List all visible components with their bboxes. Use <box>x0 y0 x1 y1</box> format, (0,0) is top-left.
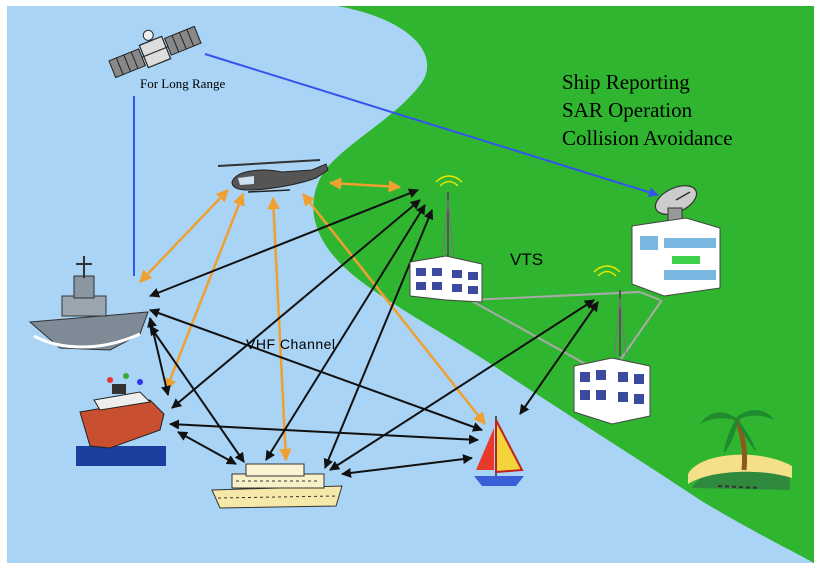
radar-station-icon <box>631 185 721 297</box>
palm-island-icon <box>688 409 792 490</box>
vhf-links <box>147 188 599 478</box>
land-area <box>313 6 814 563</box>
services-list: Ship Reporting SAR Operation Collision A… <box>562 68 733 152</box>
helicopter-icon <box>217 159 329 193</box>
satellite-link-shore <box>204 53 659 198</box>
service-item: Ship Reporting <box>562 70 690 94</box>
sailboat-icon <box>474 416 524 486</box>
service-item: SAR Operation <box>562 98 693 122</box>
vhf-channel-label: VHF Channel <box>246 336 336 352</box>
vts-building-icon <box>409 175 483 303</box>
warship-icon <box>28 256 149 351</box>
service-item: Collision Avoidance <box>562 126 733 150</box>
vts-building-icon <box>573 265 651 425</box>
vts-label: VTS <box>510 250 544 269</box>
ferry-icon <box>211 463 343 509</box>
cruise-ship-icon <box>76 373 166 466</box>
satellite-icon <box>108 25 202 79</box>
satellite-label: For Long Range <box>140 76 226 91</box>
